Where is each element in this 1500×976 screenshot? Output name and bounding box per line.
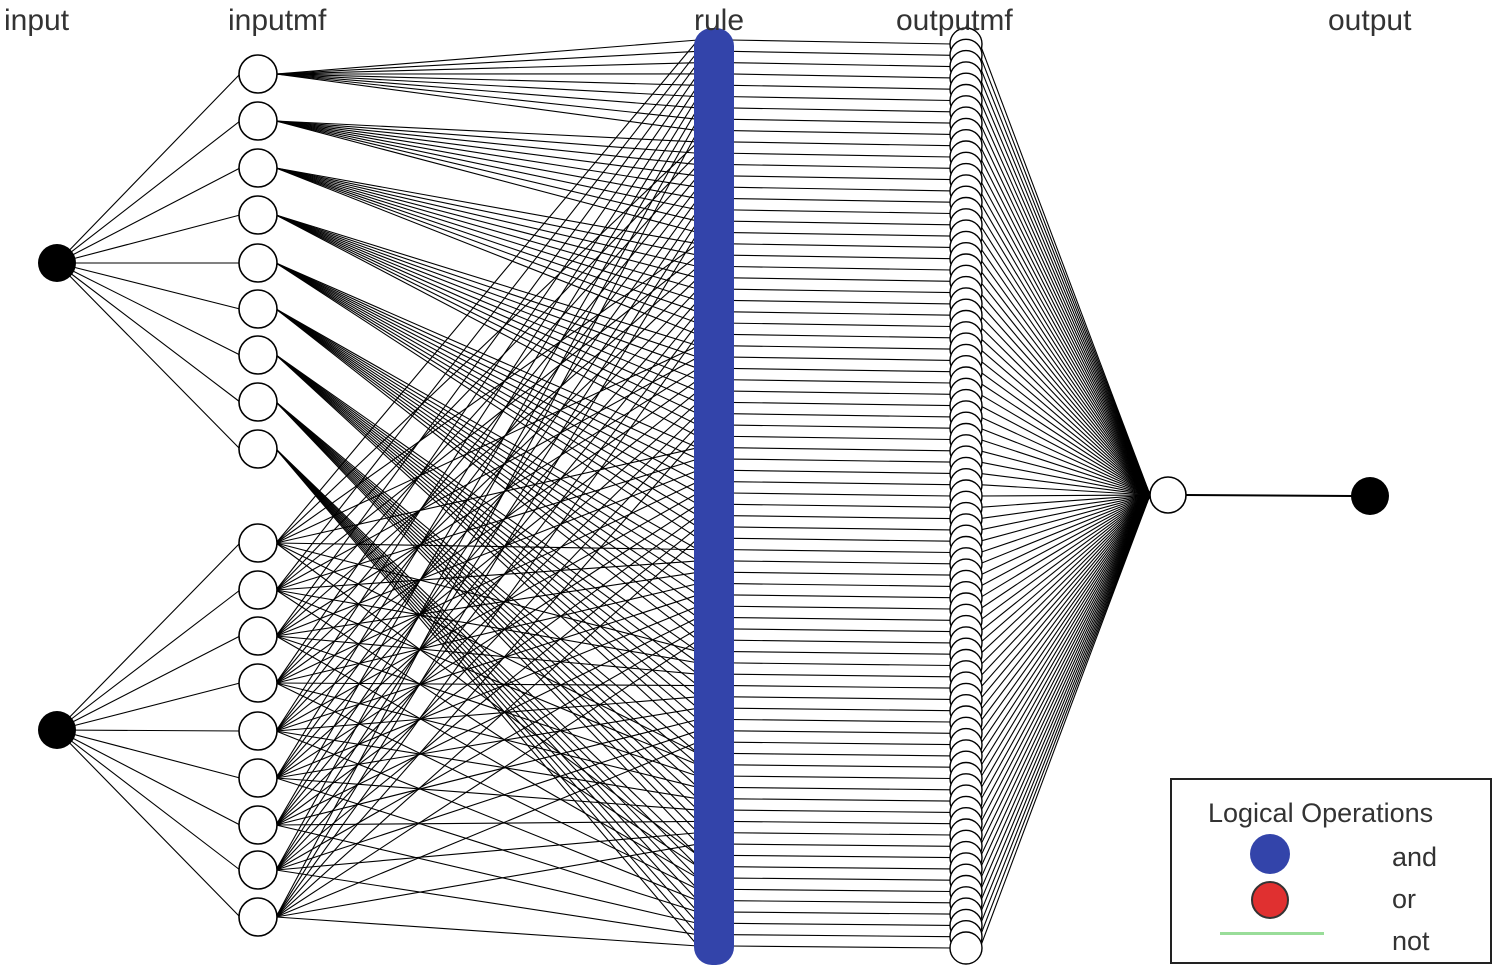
input-node	[38, 244, 76, 282]
inputmf-node	[239, 196, 277, 234]
input-node	[38, 711, 76, 749]
inputmf-node	[239, 806, 277, 844]
inputmf-node	[239, 383, 277, 421]
inputmf-node	[239, 759, 277, 797]
legend-title: Logical Operations	[1208, 798, 1433, 829]
inputmf-node	[239, 617, 277, 655]
header-input: input	[4, 4, 69, 38]
legend-or-label: or	[1392, 884, 1416, 915]
inputmf-node	[239, 524, 277, 562]
inputmf-node	[239, 149, 277, 187]
legend-box: Logical Operations and or not	[1170, 778, 1492, 964]
inputmf-node	[239, 571, 277, 609]
outputmf-node	[950, 932, 982, 964]
rule-node-column	[694, 28, 734, 965]
inputmf-node	[239, 430, 277, 468]
and-circle-icon	[1250, 834, 1290, 874]
inputmf-node	[239, 712, 277, 750]
inputmf-node	[239, 55, 277, 93]
aggregation-node	[1150, 477, 1186, 513]
inputmf-node	[239, 336, 277, 374]
inputmf-node	[239, 244, 277, 282]
inputmf-node	[239, 664, 277, 702]
not-line-icon	[1220, 932, 1324, 935]
header-outputmf: outputmf	[896, 4, 1013, 38]
header-output: output	[1328, 4, 1411, 38]
inputmf-node	[239, 851, 277, 889]
inputmf-node	[239, 290, 277, 328]
output-node	[1351, 477, 1389, 515]
or-circle-icon	[1251, 881, 1289, 919]
inputmf-node	[239, 102, 277, 140]
legend-not-label: not	[1392, 926, 1430, 957]
legend-and-label: and	[1392, 842, 1437, 873]
inputmf-node	[239, 898, 277, 936]
header-inputmf: inputmf	[228, 4, 326, 38]
header-rule: rule	[694, 4, 744, 38]
